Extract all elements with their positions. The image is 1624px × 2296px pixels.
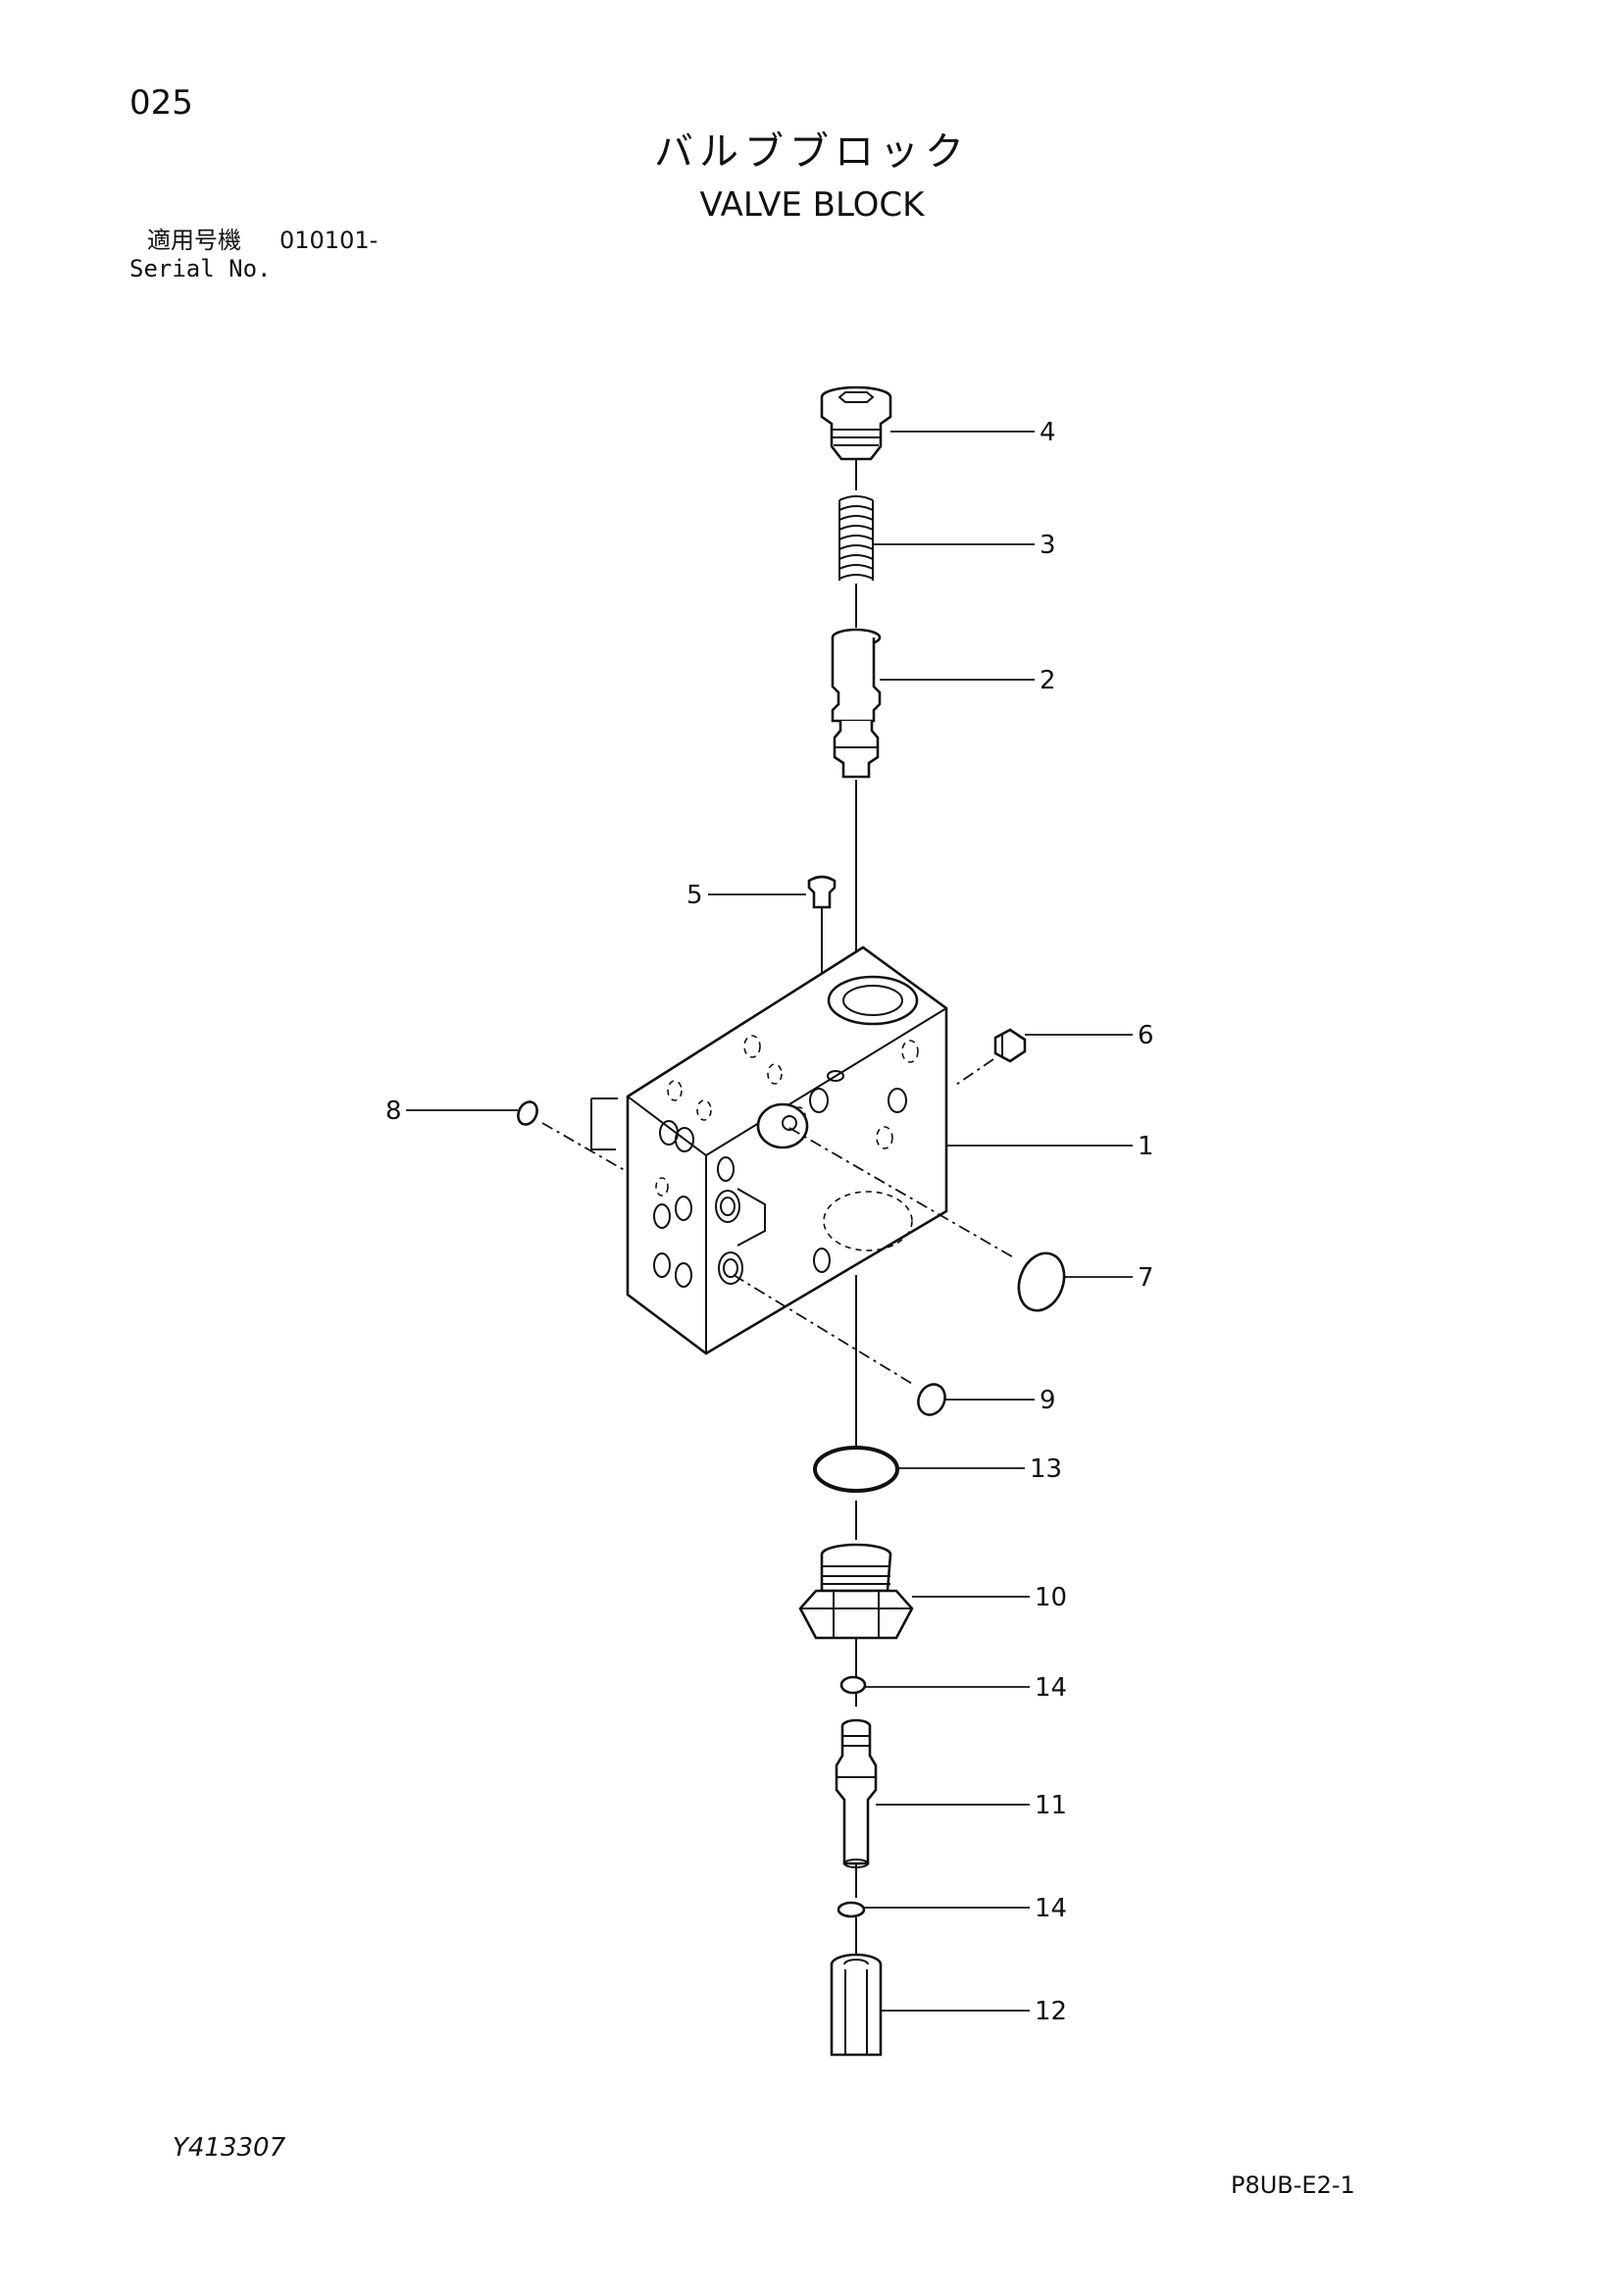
part-nipple-fitting <box>835 1718 878 1868</box>
page-number: 025 <box>129 83 193 123</box>
part-spring <box>838 495 874 581</box>
callout-9: 9 <box>1040 1386 1056 1415</box>
part-oring-small <box>733 1274 946 1416</box>
serial-label-japanese: 適用号機 <box>147 227 241 254</box>
callout-8: 8 <box>385 1097 402 1126</box>
callout-6: 6 <box>1138 1021 1154 1050</box>
part-fitting-right <box>952 1028 1027 1088</box>
part-oring-14-lower <box>837 1901 866 1918</box>
callout-2: 2 <box>1040 666 1056 695</box>
callout-14-upper: 14 <box>1035 1673 1067 1703</box>
callout-14-lower: 14 <box>1035 1894 1067 1923</box>
drawing-number: Y413307 <box>173 2133 286 2163</box>
title-english: VALVE BLOCK <box>699 185 925 225</box>
part-coupling-nut <box>830 1953 883 2057</box>
callout-5: 5 <box>686 881 703 910</box>
callout-13: 13 <box>1030 1454 1062 1484</box>
page-code: P8UB-E2-1 <box>1231 2171 1355 2199</box>
part-plug <box>820 385 892 461</box>
callout-3: 3 <box>1040 531 1056 560</box>
callout-12: 12 <box>1035 1997 1067 2026</box>
serial-label-english: Serial No. <box>129 255 272 282</box>
title-japanese: バルブブロック <box>654 129 970 175</box>
callout-4: 4 <box>1040 418 1056 447</box>
serial-number-value: 010101- <box>279 227 379 254</box>
part-spool <box>831 628 882 779</box>
part-oring-large <box>788 1127 1066 1312</box>
part-oring-left <box>517 1097 629 1173</box>
callout-10: 10 <box>1035 1583 1067 1612</box>
callout-1: 1 <box>1138 1132 1154 1161</box>
callout-11: 11 <box>1035 1791 1067 1820</box>
part-oring-13 <box>813 1446 899 1493</box>
part-oring-14-upper <box>839 1675 867 1695</box>
callout-7: 7 <box>1138 1263 1154 1293</box>
part-hex-fitting <box>798 1543 914 1640</box>
part-valve-block <box>626 945 948 1355</box>
